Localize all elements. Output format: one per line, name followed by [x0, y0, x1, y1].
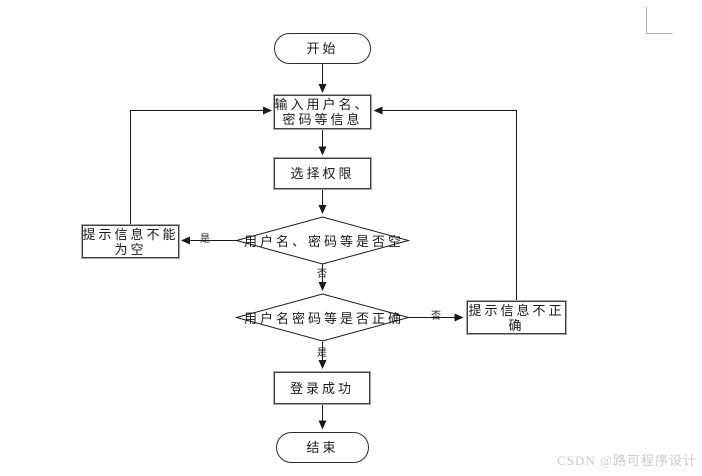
flow-node-prompt-empty: 提示信息不能 为空	[81, 224, 180, 259]
flow-node-select-permission: 选择权限	[273, 157, 372, 190]
flow-node-input-info-line1: 输入用户名、	[274, 97, 371, 112]
flow-node-prompt-incorrect-line2: 确	[508, 317, 525, 333]
flow-node-select-permission-label: 选择权限	[290, 166, 355, 181]
csdn-watermark: CSDN @路可程序设计	[557, 453, 697, 468]
flow-node-prompt-incorrect-line1: 提示信息不正	[468, 302, 565, 318]
edge-label-correct-no: 否	[431, 311, 441, 322]
edge-label-correct-yes: 是	[317, 348, 327, 359]
page-corner-mark	[646, 7, 673, 34]
edge-label-empty-yes: 是	[200, 234, 210, 245]
diamond-check-correct	[234, 293, 411, 342]
flow-node-input-info: 输入用户名、 密码等信息	[273, 94, 372, 130]
flow-node-end: 结束	[276, 432, 369, 463]
flow-node-start: 开始	[274, 33, 371, 64]
flow-node-end-label: 结束	[306, 440, 339, 455]
edge-promptincorrect-back-to-input	[373, 106, 517, 301]
edge-promptempty-back-to-input	[130, 106, 272, 225]
flow-node-prompt-empty-line1: 提示信息不能	[82, 226, 179, 242]
flow-node-check-empty-label: 用户名、密码等是否空	[243, 234, 404, 249]
edge-label-empty-no: 否	[317, 269, 327, 280]
flow-node-start-label: 开始	[306, 41, 339, 56]
flow-node-prompt-empty-line2: 为空	[114, 241, 147, 257]
flow-node-login-success: 登录成功	[273, 371, 371, 405]
flow-node-prompt-incorrect: 提示信息不正 确	[466, 300, 567, 335]
flow-node-check-correct-label: 用户名密码等是否正确	[243, 311, 404, 326]
flow-node-login-success-label: 登录成功	[289, 380, 354, 396]
diamond-check-empty	[234, 216, 411, 265]
flow-node-input-info-line2: 密码等信息	[282, 112, 363, 127]
